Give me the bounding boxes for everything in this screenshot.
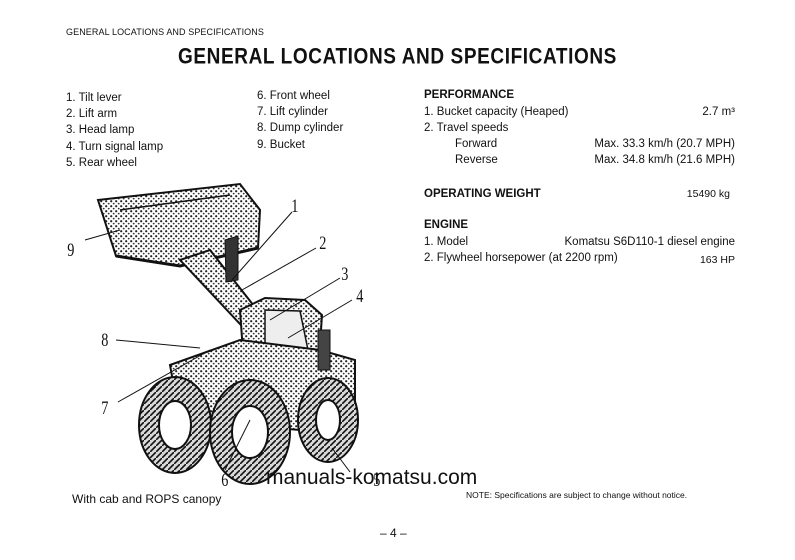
front-wheel	[138, 376, 291, 485]
callout-6: 6	[221, 470, 229, 491]
part-item: 1. Tilt lever	[66, 92, 122, 104]
flywheel-hp-value: 163 HP	[699, 254, 735, 266]
callout-5: 5	[373, 470, 381, 491]
part-item: 9. Bucket	[257, 138, 305, 151]
reverse-label: Reverse	[455, 154, 498, 166]
operating-weight-value: 15490 kg	[686, 188, 730, 200]
part-item: 7. Lift cylinder	[257, 106, 328, 119]
reverse-value: Max. 34.8 km/h (21.6 MPH)	[594, 154, 735, 166]
engine-heading: ENGINE	[424, 219, 469, 231]
leader-lines	[84, 211, 353, 473]
performance-heading: PERFORMANCE	[424, 89, 515, 101]
bucket	[96, 182, 262, 268]
parts-list-left: 1. Tilt lever 2. Lift arm 3. Head lamp 4…	[66, 90, 163, 171]
callout-4: 4	[356, 286, 364, 307]
operating-weight-heading: OPERATING WEIGHT	[424, 188, 541, 200]
page-title: GENERAL LOCATIONS AND SPECIFICATIONS	[178, 45, 617, 70]
callout-2: 2	[319, 233, 327, 254]
bucket-capacity-label: 1. Bucket capacity (Heaped)	[424, 106, 569, 118]
part-item: 6. Front wheel	[257, 90, 330, 102]
callout-7: 7	[101, 398, 109, 419]
wheel-loader-illustration	[84, 182, 359, 485]
callout-1: 1	[291, 196, 299, 217]
forward-value: Max. 33.3 km/h (20.7 MPH)	[594, 138, 735, 150]
page-number: – 4 –	[380, 526, 407, 540]
engine-model-label: 1. Model	[424, 236, 469, 248]
engine-model-value: Komatsu S6D110-1 diesel engine	[564, 236, 735, 248]
parts-list-right: 6. Front wheel 7. Lift cylinder 8. Dump …	[257, 88, 343, 153]
forward-label: Forward	[455, 138, 498, 150]
watermark: manuals-komatsu.com	[266, 466, 478, 489]
flywheel-hp-label: 2. Flywheel horsepower (at 2200 rpm)	[424, 252, 618, 264]
callout-9: 9	[67, 240, 75, 261]
part-item: 5. Rear wheel	[66, 156, 137, 169]
running-header: GENERAL LOCATIONS AND SPECIFICATIONS	[66, 27, 264, 37]
travel-speeds-label: 2. Travel speeds	[424, 122, 509, 134]
part-item: 3. Head lamp	[66, 124, 135, 137]
callout-8: 8	[101, 330, 109, 351]
figure-caption: With cab and ROPS canopy	[72, 492, 222, 506]
rear-wheel	[297, 377, 359, 463]
part-item: 8. Dump cylinder	[257, 122, 344, 135]
part-item: 2. Lift arm	[66, 108, 118, 121]
bucket-capacity-value: 2.7 m³	[702, 106, 735, 118]
specification-note: NOTE: Specifications are subject to chan…	[466, 490, 688, 500]
callout-3: 3	[341, 264, 349, 285]
part-item: 4. Turn signal lamp	[66, 140, 164, 153]
